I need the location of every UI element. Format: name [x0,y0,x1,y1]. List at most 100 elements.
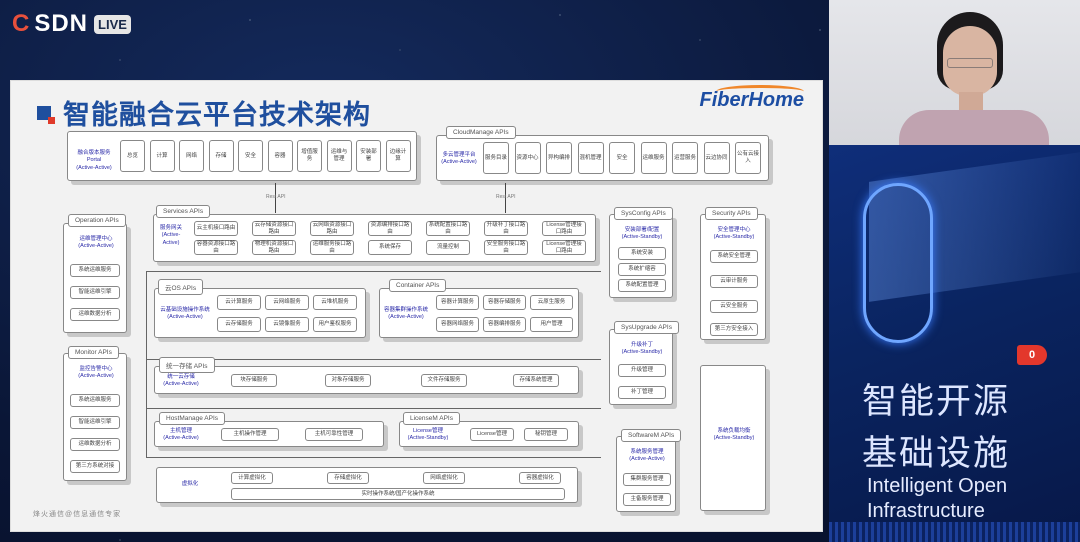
rest-api-connector-right [505,183,506,213]
monitor-box: 监控告警中心 (Active-Active) 系统运维服务智能运维引擎运维数据分… [63,353,127,481]
ct-cell: 容器编排服务 [483,317,526,332]
services-label-mode1: (Active- [161,232,181,239]
svc-cell: 运维服务接口路由 [310,240,354,255]
container-tab: Container APIs [389,279,447,292]
storage-label: 统一云存储 (Active-Active) [161,374,201,389]
cloudmanage-label: 多云管理平台 (Active-Active) [439,152,479,167]
ct-cell: 容器存储服务 [483,295,526,310]
fiberhome-logo: FiberHome [699,85,804,111]
promo-subtitle-line1: Intelligent Open [867,475,1008,497]
portal-label-name: 融合版本服务Portal [77,150,111,164]
load-balance-box: 系统负载均衡 (Active-Standby) [700,365,766,511]
container-box: 容器集群操作系统 (Active-Active) 容器计算服务容器存储服务云原生… [379,288,579,338]
sysupgrade-label-name: 升级补丁 [630,342,653,348]
sc-cell: 系统扩缩容 [618,263,666,276]
load-balance-label-name: 系统负载均衡 [717,428,751,434]
event-promo-panel: 0 智能开源 基础设施 Intelligent Open Infrastruct… [829,145,1080,542]
services-tab: Services APIs [156,205,211,218]
operation-box: 运维管理中心 (Active-Active) 系统运维服务智能运维引擎运维数据分… [63,223,127,333]
sysconfig-tab: SysConfig APIs [614,207,673,220]
cloudmanage-box: 多云管理平台 (Active-Active) 服务目录资源中心异构编排混机管理安… [436,135,769,181]
svc-cell: 物理机资源接口路由 [252,240,296,255]
storage-tab: 统一存储 APIs [159,357,215,373]
ct-cell: 云原生服务 [530,295,573,310]
svc-cell: 云网络资源接口路由 [310,221,354,236]
svc-cell: 云存储资源接口路由 [252,221,296,236]
portal-cell: 存储 [208,140,234,172]
load-balance-label: 系统负载均衡 (Active-Standby) [701,428,767,443]
st-cell: 存储系统管理 [513,374,559,387]
hostmanage-tab: HostManage APIs [159,412,226,425]
sec-cell: 云安全服务 [710,300,758,313]
sw-cell: 集群服务管理 [623,473,671,486]
vz-cell: 计算虚拟化 [231,472,273,484]
svc-cell: 安全服务接口路由 [484,240,528,255]
cloudos-label-name: 云基础设施操作系统 [160,307,210,313]
svc-cell: 资源编排接口路由 [368,221,412,236]
slide-footer: 烽火通信@信息通信专家 [33,511,122,518]
security-tab: Security APIs [705,207,758,220]
rest-api-label-left: Rest API [266,194,286,200]
monitor-label-name: 监控告警中心 [79,366,113,372]
cloud-cell: 云边协同 [703,142,730,174]
load-balance-label-mode: (Active-Standby) [713,435,755,442]
portal-cell: 总览 [120,140,145,172]
core-bus-storage [146,359,601,360]
mon-cell: 第三方系统对接 [70,460,120,473]
sysconfig-label-mode: (Active-Standby) [621,234,663,241]
cloud-cell: 安全 [609,142,635,174]
container-label-mode: (Active-Active) [388,314,424,321]
portal-cell: 运维与管理 [326,140,352,172]
presenter-suit [899,110,1049,150]
su-cell: 升级管理 [618,364,666,377]
security-label-mode: (Active-Standby) [713,234,755,241]
softwarem-label-mode: (Active-Active) [629,456,665,463]
st-cell: 文件存储服务 [421,374,467,387]
vz-cell: 容器虚拟化 [519,472,561,484]
presentation-slide: 智能融合云平台技术架构 FiberHome 融合版本服务Portal (Acti… [10,80,823,532]
operation-label-mode: (Active-Active) [78,243,114,250]
cloudmanage-label-name: 多云管理平台 [442,152,476,158]
softwarem-box: 系统服务管理 (Active-Active) 集群服务管理主备服务管理 [616,436,676,512]
ct-cell: 容器网络服务 [436,317,479,332]
sec-cell: 系统安全管理 [710,250,758,263]
svc-cell: License管理接口路由 [542,221,586,236]
sysupgrade-box: 升级补丁 (Active-Standby) 升级管理补丁管理 [609,329,673,405]
core-bus-host [146,408,601,409]
lm-cell: License管理 [470,428,514,441]
sc-cell: 系统安装 [618,247,666,260]
os-cell: 云网络服务 [265,295,309,310]
container-label: 容器集群操作系统 (Active-Active) [380,307,432,322]
cloudmanage-tab: CloudManage APIs [446,126,516,139]
csdn-logo-c: C [12,10,31,37]
licensem-label: License管理 (Active-Standby) [406,428,450,443]
sysconfig-label: 安装部署/配置 (Active-Standby) [610,227,674,242]
st-cell: 对象存储服务 [325,374,371,387]
slide-title-text: 智能融合云平台技术架构 [63,100,371,130]
live-badge: LIVE [94,14,131,34]
services-label-mode2: Active) [162,239,180,246]
sw-cell: 主备服务管理 [623,493,671,506]
portal-box: 融合版本服务Portal (Active-Active) 总览计算网络存储安全容… [67,131,417,181]
cloudos-label-mode: (Active-Active) [167,314,203,321]
portal-label: 融合版本服务Portal (Active-Active) [72,150,116,172]
sec-cell: 云审计服务 [710,275,758,288]
cloudmanage-label-mode: (Active-Active) [441,159,477,166]
st-cell: 块存储服务 [231,374,277,387]
hostmanage-label-name: 主机管理 [169,428,192,434]
sysconfig-label-name: 安装部署/配置 [624,227,660,233]
cloud-cell: 运营服务 [672,142,698,174]
services-label-name: 服务网关 [159,225,182,231]
storage-box: 统一云存储 (Active-Active) 块存储服务 对象存储服务 文件存储服务 存… [154,366,579,394]
presenter-neck [959,92,983,114]
os-cell: 云堆机服务 [313,295,357,310]
sysupgrade-label-mode: (Active-Standby) [621,349,663,356]
container-label-name: 容器集群操作系统 [383,307,428,313]
portal-label-mode: (Active-Active) [76,164,112,171]
os-cell: 用户鉴权服务 [313,317,357,332]
promo-title-line1: 智能开源 [862,382,1011,421]
cloud-cell: 公有云接入 [735,142,761,174]
virtualization-label: 虚拟化 [181,481,199,487]
